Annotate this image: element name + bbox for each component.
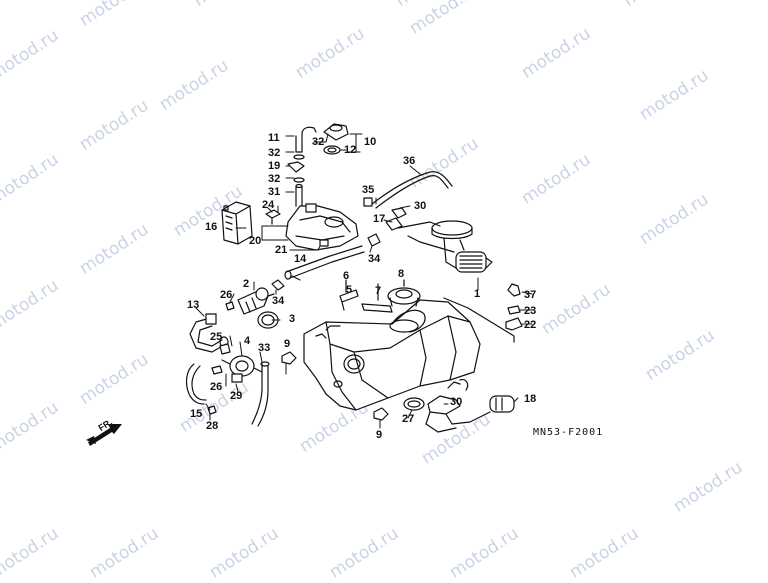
callout-12: 12 (344, 144, 357, 156)
drain-hose (185, 363, 207, 405)
callout-28: 28 (206, 420, 219, 432)
callout-31: 31 (268, 186, 281, 198)
callout-36: 36 (403, 155, 416, 167)
callout-9b: 9 (376, 429, 383, 441)
hose-clip (367, 233, 381, 247)
fuel-hose (284, 245, 365, 280)
callout-34a: 34 (272, 295, 285, 307)
sensor-with-harness (425, 379, 515, 433)
callout-9a: 9 (284, 338, 291, 350)
callout-26a: 26 (220, 289, 233, 301)
callout-34b: 34 (368, 253, 381, 265)
mount-bolt-stack (505, 283, 523, 331)
callout-10: 10 (364, 136, 377, 148)
callout-33: 33 (258, 342, 271, 354)
cap-and-seal (323, 123, 349, 155)
callout-4: 4 (244, 335, 251, 347)
relay-box (221, 201, 253, 245)
callout-21: 21 (275, 244, 288, 256)
callout-30a: 30 (414, 200, 427, 212)
callout-35: 35 (362, 184, 375, 196)
callout-30b: 30 (450, 396, 463, 408)
callout-32b: 32 (268, 173, 281, 185)
gasket (403, 397, 425, 411)
nut (281, 351, 389, 421)
fuel-pump-assembly (431, 220, 493, 273)
leader-lines (195, 133, 533, 429)
callout-32a: 32 (268, 147, 281, 159)
bushing (271, 279, 285, 291)
callout-5: 5 (346, 284, 353, 296)
callout-27: 27 (402, 413, 415, 425)
fuel-valve (237, 287, 275, 315)
breather-hose-stack (287, 126, 317, 207)
callout-3: 3 (289, 313, 296, 325)
breather-cover (285, 203, 359, 251)
callout-2: 2 (243, 278, 250, 290)
callout-8: 8 (398, 268, 405, 280)
hose-clamp (385, 207, 441, 231)
fuel-strainer (221, 355, 263, 383)
front-arrow-icon (86, 424, 122, 446)
callout-13: 13 (187, 299, 200, 311)
callout-16: 16 (205, 221, 218, 233)
overflow-hose (251, 361, 270, 427)
callout-37: 37 (524, 289, 537, 301)
fuel-gauge-unit (387, 287, 421, 307)
callout-11: 11 (268, 132, 280, 144)
diagram-code: MN53-F2001 (533, 427, 604, 438)
callout-7: 7 (375, 285, 382, 297)
small-clips (207, 301, 235, 415)
callout-15: 15 (190, 408, 203, 420)
callout-18: 18 (524, 393, 537, 405)
mounting-rods (339, 289, 393, 313)
callout-26b: 26 (210, 381, 223, 393)
callout-19: 19 (268, 160, 281, 172)
callout-1: 1 (474, 288, 481, 300)
callout-29: 29 (230, 390, 243, 402)
callout-24: 24 (262, 199, 275, 211)
callout-bracket (345, 235, 515, 343)
vent-tube (363, 171, 453, 209)
callout-14: 14 (294, 253, 307, 265)
fuel-tank (303, 299, 481, 411)
callout-25: 25 (210, 331, 223, 343)
callout-23: 23 (524, 305, 537, 317)
callout-20: 20 (249, 235, 262, 247)
callout-17: 17 (373, 213, 386, 225)
callout-32c: 32 (312, 136, 325, 148)
callout-22: 22 (524, 319, 537, 331)
callout-6: 6 (343, 270, 350, 282)
